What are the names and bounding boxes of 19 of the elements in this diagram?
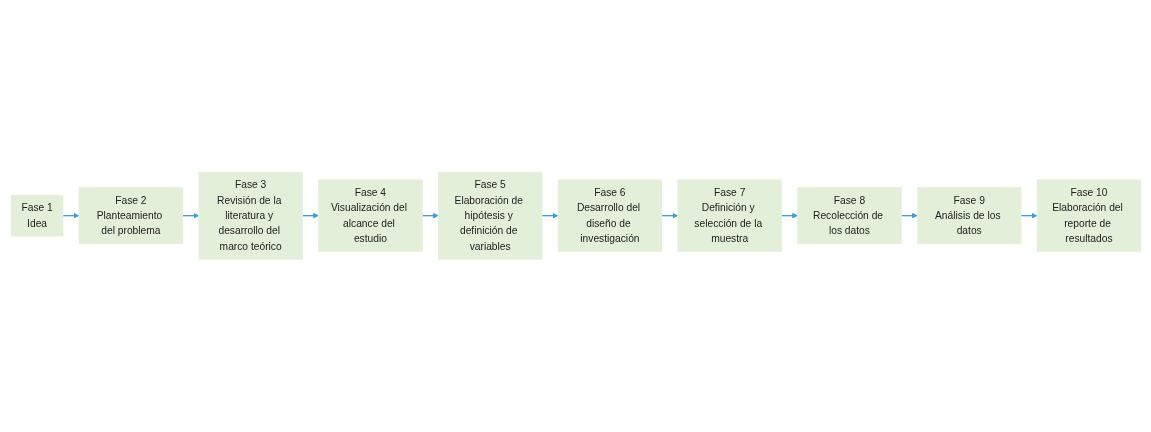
arrow bbox=[660, 213, 678, 219]
node-box: Fase 5 Elaboración de hipótesis y definición de variables bbox=[437, 172, 542, 260]
arrow bbox=[61, 213, 79, 219]
arrow bbox=[421, 213, 439, 219]
arrow bbox=[780, 213, 798, 219]
node-box: Fase 9 Análisis de los datos bbox=[916, 187, 1021, 245]
node-box: Fase 10 Elaboración del reporte de resultados bbox=[1036, 179, 1141, 253]
arrow bbox=[181, 213, 199, 219]
arrow bbox=[900, 213, 918, 219]
node-box: Fase 1 Idea bbox=[10, 195, 63, 237]
arrow bbox=[540, 213, 558, 219]
node-box: Fase 7 Definición y selección de la muestra bbox=[676, 179, 782, 253]
node-box: Fase 8 Recolección de los datos bbox=[796, 187, 902, 245]
arrow bbox=[301, 213, 319, 219]
arrow bbox=[1019, 213, 1037, 219]
node-box: Fase 2 Planteamiento del problema bbox=[78, 187, 183, 245]
node-box: Fase 3 Revisión de la literatura y desarrollo del marco teórico bbox=[197, 172, 303, 260]
node-box: Fase 4 Visualización del alcance del estudio bbox=[317, 179, 423, 253]
node-box: Fase 6 Desarrollo del diseño de investigación bbox=[557, 179, 662, 253]
